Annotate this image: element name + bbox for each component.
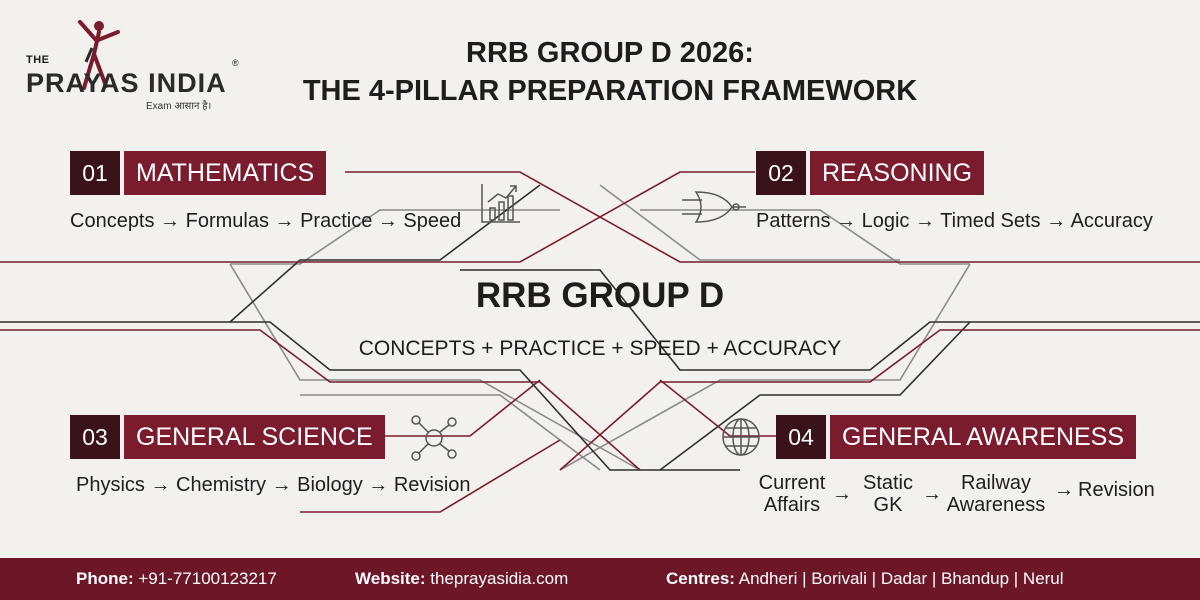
footer-phone: Phone: +91-7710012321​7 — [76, 569, 277, 589]
step-arrow: → — [1054, 479, 1074, 501]
footer-bar: Phone: +91-7710012321​7 Website: thepray… — [0, 558, 1200, 600]
centres-label: Centres: — [666, 569, 735, 588]
step-railway-awareness: Railway Awareness — [946, 472, 1046, 516]
logo-tagline: Exam आसान है। — [146, 101, 212, 112]
step-current-affairs: Current Affairs — [758, 472, 826, 516]
brand-logo: THE PRAYAS INDIA ® Exam आसान है। — [26, 18, 256, 118]
molecule-icon — [411, 415, 457, 461]
registered-mark: ® — [232, 58, 239, 68]
pillar-label: GENERAL SCIENCE — [124, 415, 385, 459]
phone-number[interactable]: +91-7710012321​7 — [138, 569, 277, 588]
pillar-reasoning-steps: Patterns → Logic → Timed Sets → Accuracy — [756, 210, 1153, 232]
pillar-mathematics-header: 01 MATHEMATICS — [70, 151, 327, 195]
phone-label: Phone: — [76, 569, 134, 588]
pillar-reasoning-header: 02 REASONING — [756, 151, 985, 195]
globe-icon — [722, 418, 760, 456]
title-line-1: RRB GROUP D 2026: — [466, 37, 754, 69]
pillar-mathematics-steps: Concepts → Formulas → Practice → Speed — [70, 210, 462, 232]
center-subtitle: CONCEPTS + PRACTICE + SPEED + ACCURACY — [358, 337, 842, 360]
pillar-label: REASONING — [810, 151, 985, 195]
logic-gate-icon — [682, 191, 746, 223]
logo-name: PRAYAS INDIA — [26, 68, 227, 98]
step-arrow: → — [832, 483, 852, 505]
page-title: RRB GROUP D 2026: THE 4-PILLAR PREPARATI… — [250, 34, 970, 110]
footer-website: Website: theprayasidia.com — [355, 569, 568, 589]
title-line-2: THE 4-PILLAR PREPARATION FRAMEWORK — [302, 75, 918, 107]
pillar-general-awareness-steps: Current Affairs → Static GK → Railway Aw… — [756, 472, 1176, 520]
pillar-number: 04 — [776, 415, 826, 459]
dancer-figure-icon — [78, 20, 120, 90]
step-arrow: → — [922, 483, 942, 505]
pillar-number: 01 — [70, 151, 120, 195]
center-title: RRB GROUP D — [475, 276, 725, 315]
pillar-label: GENERAL AWARENESS — [830, 415, 1137, 459]
pillar-general-science-steps: Physics → Chemistry → Biology → Revision — [76, 474, 471, 496]
footer-centres: Centres: Andheri | Borivali | Dadar | Bh… — [666, 569, 1064, 589]
step-static-gk: Static GK — [862, 472, 914, 516]
step-revision: Revision — [1078, 479, 1155, 501]
pillar-number: 03 — [70, 415, 120, 459]
pillar-number: 02 — [756, 151, 806, 195]
pillar-general-science-header: 03 GENERAL SCIENCE — [70, 415, 385, 459]
centres-list: Andheri | Borivali | Dadar | Bhandup | N… — [738, 569, 1064, 588]
chart-icon — [481, 184, 520, 223]
pillar-label: MATHEMATICS — [124, 151, 327, 195]
website-link[interactable]: theprayasidia.com — [430, 569, 569, 588]
logo-prefix: THE — [26, 54, 50, 66]
pillar-general-awareness-header: 04 GENERAL AWARENESS — [776, 415, 1137, 459]
website-label: Website: — [355, 569, 426, 588]
